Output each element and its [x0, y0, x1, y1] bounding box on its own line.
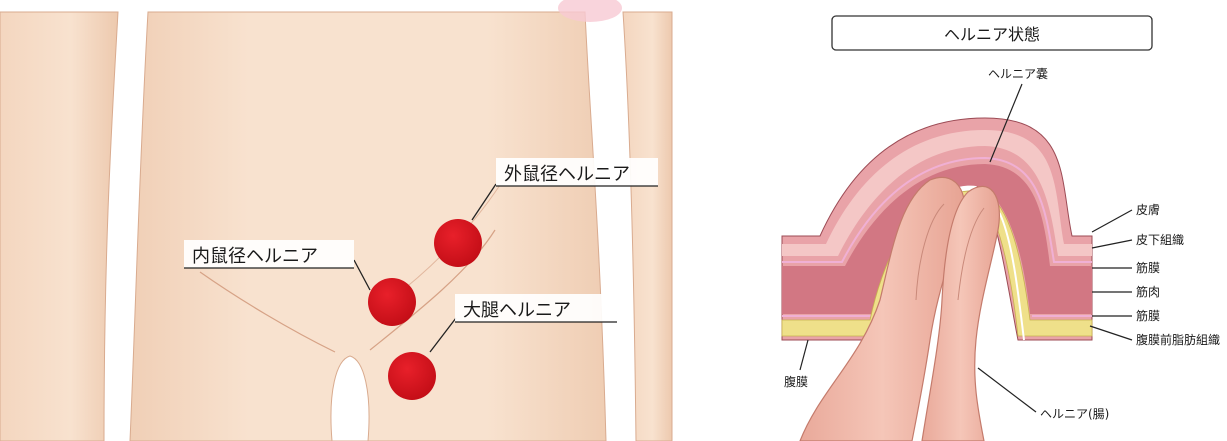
left-arm [0, 12, 118, 441]
right-arm [623, 12, 672, 441]
skin-label: 皮膚 [1136, 202, 1160, 217]
section-title: ヘルニア状態 [944, 25, 1040, 44]
fascia-bottom-label: 筋膜 [1136, 308, 1160, 323]
indirect-hernia-marker [434, 219, 482, 267]
femoral-hernia-marker [388, 352, 436, 400]
body-illustration [0, 0, 672, 441]
cross-section: ヘルニア状態 ヘルニア嚢 皮膚 [782, 16, 1220, 441]
hernia-sac-label: ヘルニア嚢 [988, 66, 1048, 81]
femoral-hernia-label-box: 大腿ヘルニア [455, 294, 617, 322]
indirect-hernia-label-box: 外鼠径ヘルニア [496, 158, 658, 186]
femoral-hernia-label: 大腿ヘルニア [463, 300, 571, 321]
muscle-label: 筋肉 [1136, 284, 1160, 299]
direct-hernia-label-box: 内鼠径ヘルニア [184, 240, 354, 268]
subcutaneous-label: 皮下組織 [1136, 233, 1184, 247]
indirect-hernia-label: 外鼠径ヘルニア [504, 164, 630, 185]
fascia-top-label: 筋膜 [1136, 260, 1160, 275]
intestine-label: ヘルニア(腸) [1040, 407, 1109, 421]
direct-hernia-marker [368, 278, 416, 326]
preperitoneal-fat-label: 腹膜前脂肪組織 [1136, 332, 1220, 347]
direct-hernia-label: 内鼠径ヘルニア [192, 246, 318, 267]
peritoneum-label: 腹膜 [784, 375, 808, 389]
torso [130, 12, 606, 441]
